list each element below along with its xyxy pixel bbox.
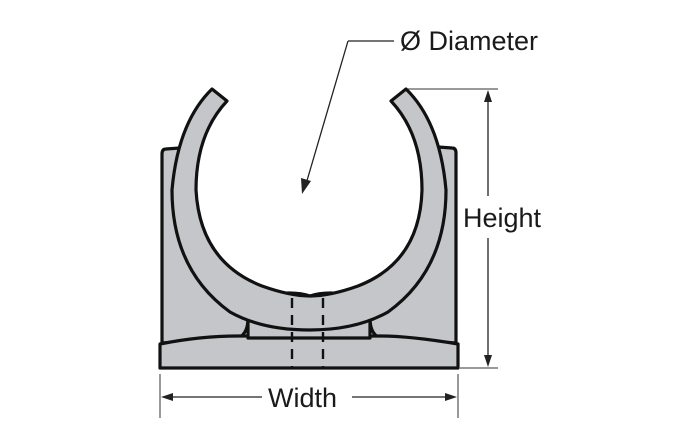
height-label: Height xyxy=(463,203,542,233)
diameter-leader xyxy=(301,40,394,194)
base-plate xyxy=(158,334,460,370)
width-dimension xyxy=(159,374,459,418)
width-arrow-left-icon xyxy=(161,393,173,401)
height-arrow-down-icon xyxy=(484,355,492,367)
clip-ring-shape xyxy=(170,87,448,332)
clip-ring xyxy=(170,87,448,332)
height-dimension xyxy=(408,88,498,369)
height-arrow-up-icon xyxy=(484,90,492,102)
diameter-arrow-icon xyxy=(301,178,311,194)
width-label: Width xyxy=(268,383,337,413)
width-arrow-right-icon xyxy=(445,393,457,401)
diameter-label: Ø Diameter xyxy=(400,26,538,56)
